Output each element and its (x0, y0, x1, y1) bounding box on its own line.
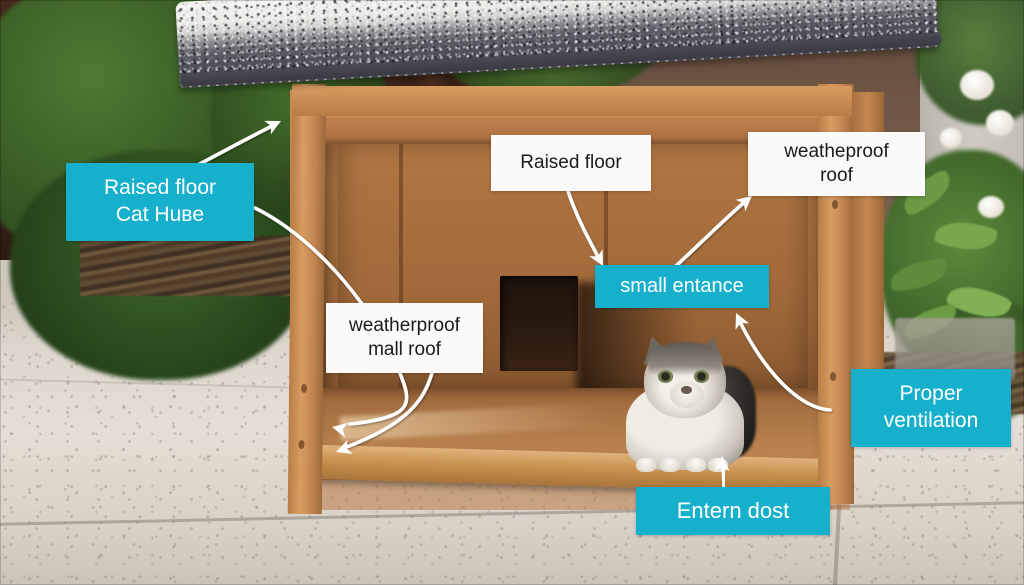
label-small-entance[interactable]: small entance (595, 265, 769, 308)
label-text: Entern dost (676, 497, 790, 523)
entrance-hole (500, 276, 578, 371)
white-flower (986, 110, 1014, 136)
white-flower (978, 196, 1004, 218)
cat-paw (636, 458, 656, 472)
label-weatheproof-roof[interactable]: weatheproof roof (748, 132, 925, 196)
label-text: Raised floor Cat Huʙe (103, 176, 217, 226)
label-text: weatheproof roof (784, 140, 889, 186)
cat-paw (660, 458, 680, 472)
top-rail (292, 86, 852, 116)
label-raised-floor-cat-huse[interactable]: Raised floor Cat Huʙe (66, 163, 254, 241)
label-entern-dost[interactable]: Entern dost (636, 487, 830, 535)
label-text: small entance (620, 274, 744, 297)
white-flower (940, 128, 962, 148)
cat-nose (681, 386, 692, 394)
cat (620, 330, 756, 472)
corner-post-left (287, 83, 327, 515)
cat-eye-right (694, 370, 709, 383)
cat-head-markings (648, 342, 722, 376)
cat-paw (686, 458, 706, 472)
label-proper-ventilation[interactable]: Proper ventilation (851, 369, 1011, 447)
label-weatherproof-mall-roof[interactable]: weatherproof mall roof (326, 303, 483, 373)
panel-seam (604, 128, 608, 288)
cat-paw (708, 458, 728, 472)
white-flower (960, 70, 994, 100)
label-raised-floor[interactable]: Raised floor (491, 135, 651, 191)
label-text: weatherproof mall roof (349, 314, 460, 360)
cat-eye-left (658, 370, 673, 383)
label-text: Proper ventilation (883, 382, 979, 432)
label-text: Raised floor (520, 151, 622, 173)
